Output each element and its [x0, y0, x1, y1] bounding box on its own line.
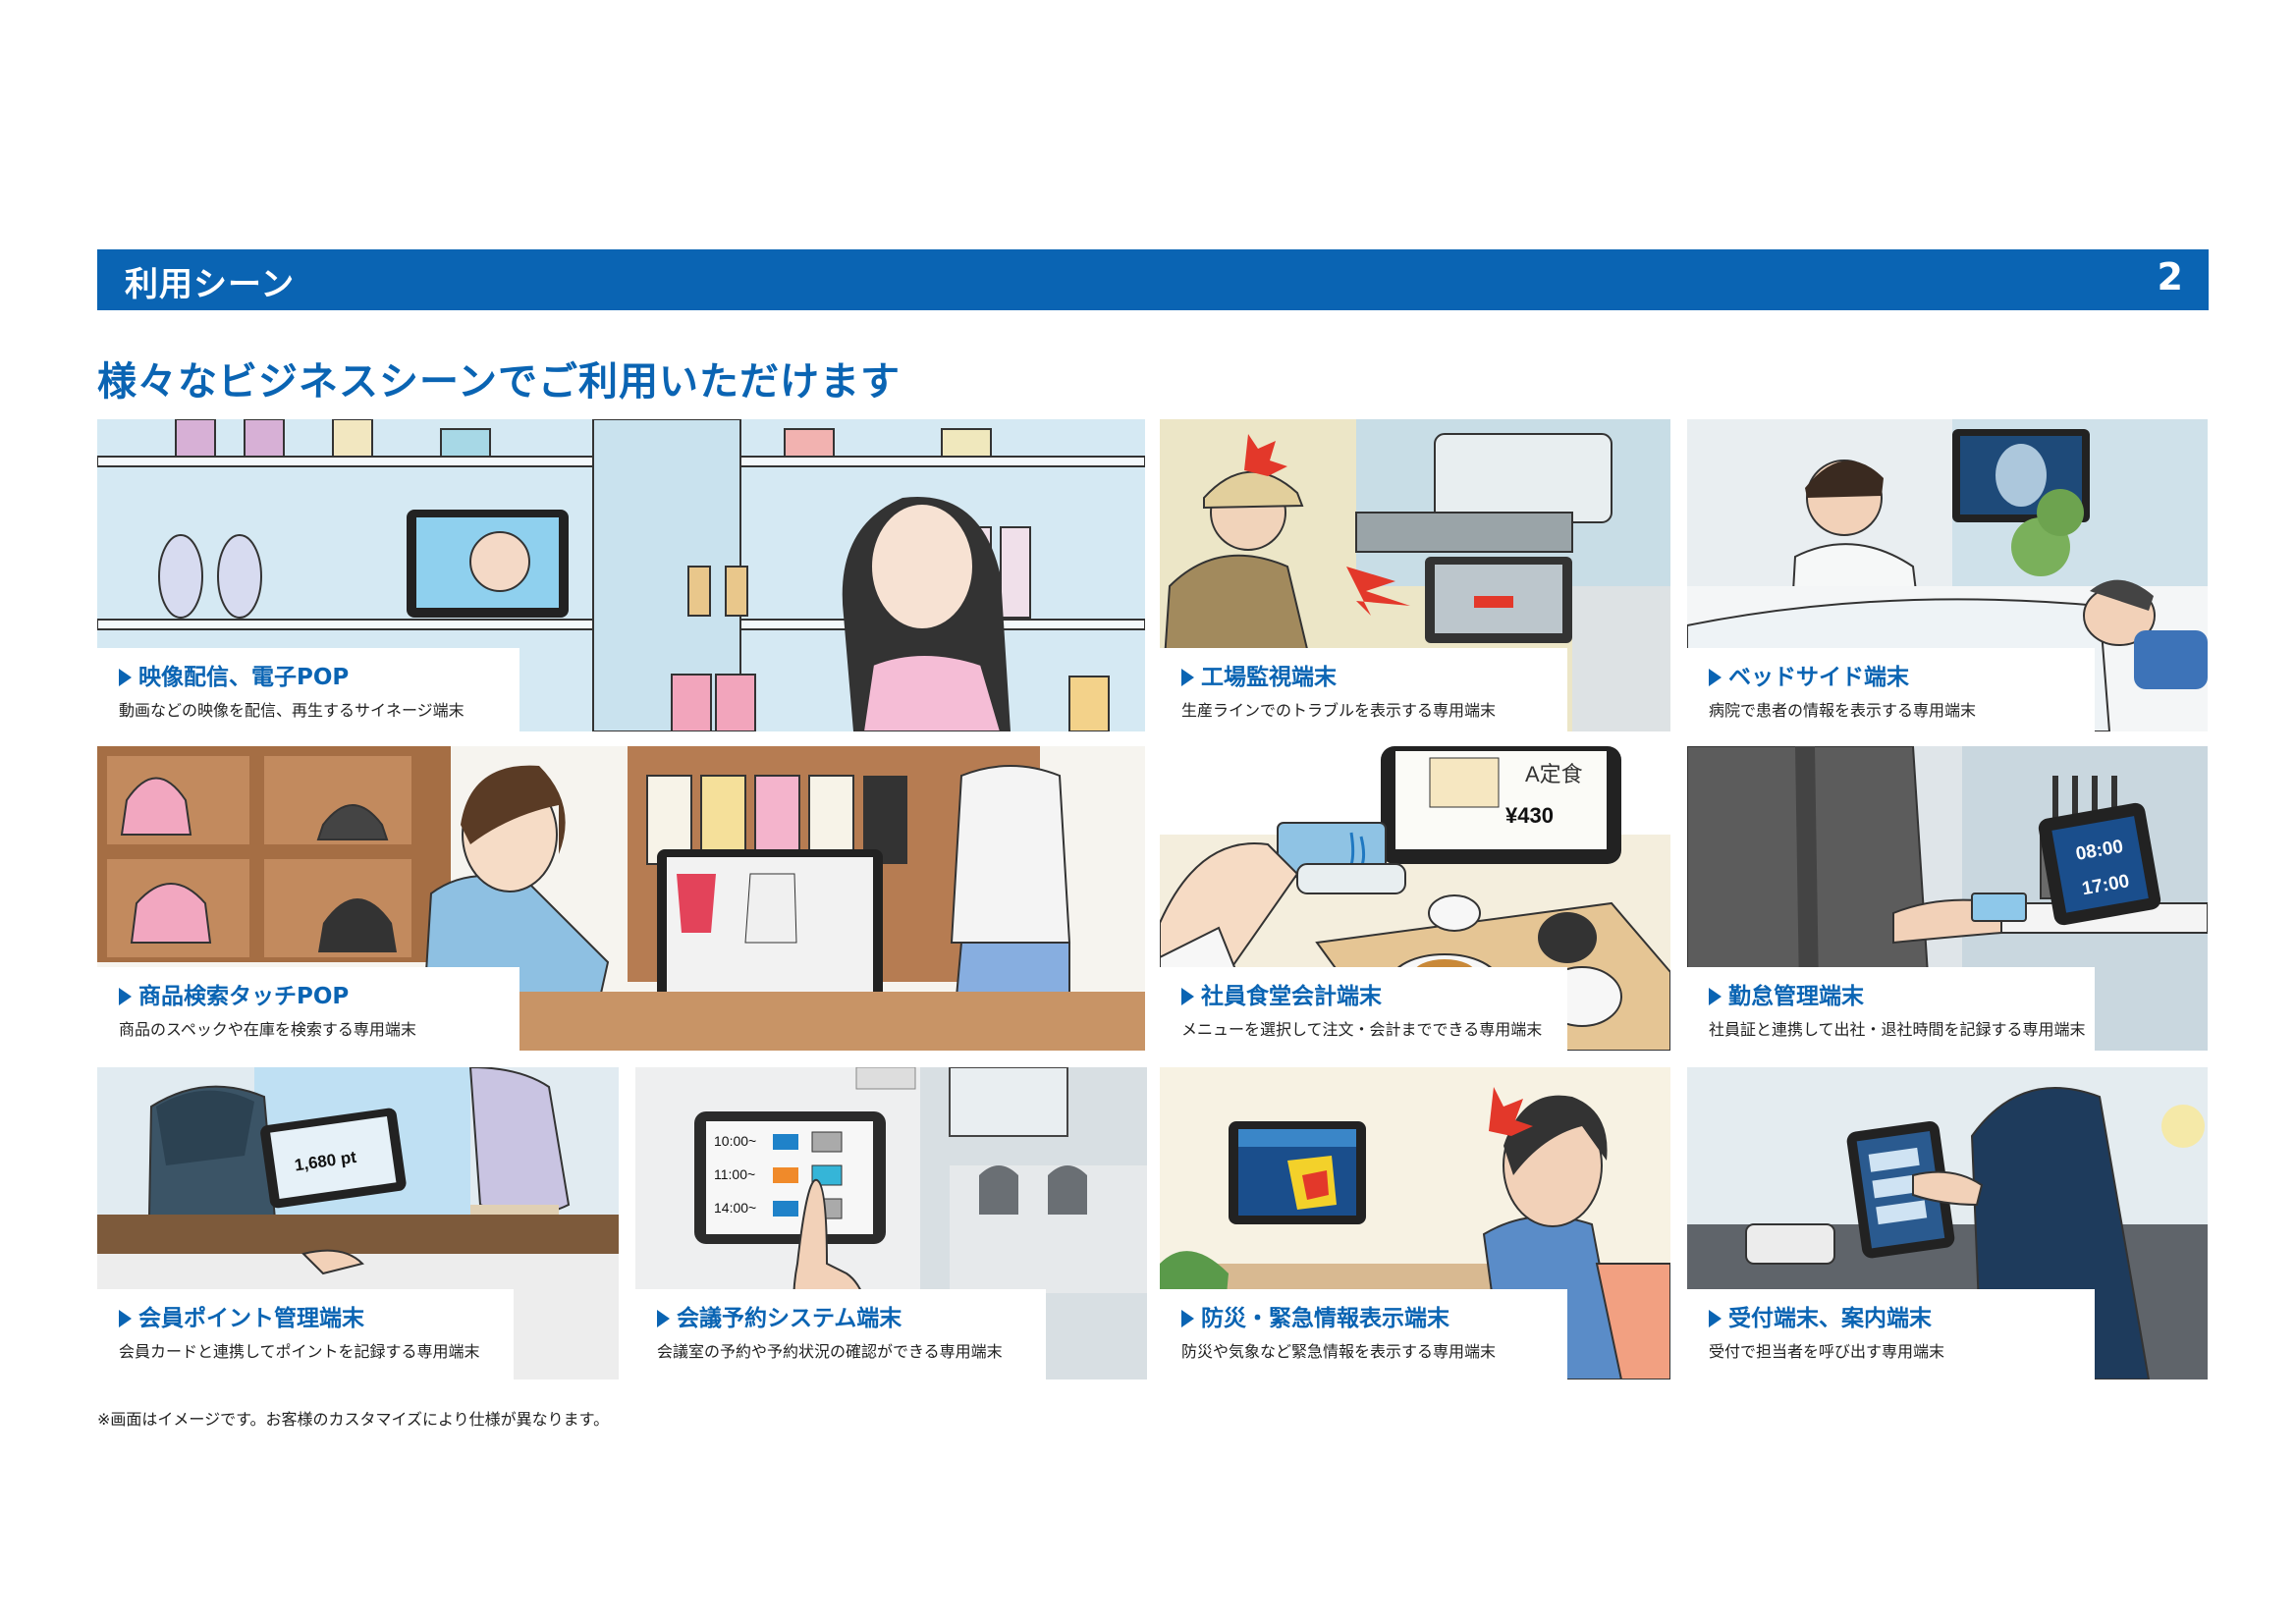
scene-title: 勤怠管理端末 [1709, 977, 2075, 1010]
scene-title: 社員食堂会計端末 [1181, 977, 1548, 1010]
member-points-illustration: 1,680 pt [97, 1067, 619, 1380]
scene-title: 受付端末、案内端末 [1709, 1299, 2075, 1332]
scene-title: 防災・緊急情報表示端末 [1181, 1299, 1548, 1332]
scene-caption: 映像配信、電子POP 動画などの映像を配信、再生するサイネージ端末 [97, 648, 519, 731]
scene-title: 工場監視端末 [1181, 658, 1548, 691]
triangle-bullet-icon [119, 988, 132, 1005]
disaster-info-illustration [1160, 1067, 1670, 1380]
scene-caption: 社員食堂会計端末 メニューを選択して注文・会計までできる専用端末 [1160, 967, 1567, 1051]
scene-description: 病院で患者の情報を表示する専用端末 [1709, 701, 1977, 720]
scene-panel-reception: 受付端末、案内端末 受付で担当者を呼び出す専用端末 [1687, 1067, 2208, 1380]
scene-caption: 会員ポイント管理端末 会員カードと連携してポイントを記録する専用端末 [97, 1289, 514, 1380]
section-title: 利用シーン [125, 265, 296, 304]
page-subtitle: 様々なビジネスシーンでご利用いただけます [97, 359, 901, 405]
scene-panel-member-points: 1,680 pt 会員ポイント管理端末 会員カードと連携してポイントを記録する専… [97, 1067, 619, 1380]
scene-panel-product-search: 商品検索タッチPOP 商品のスペックや在庫を検索する専用端末 [97, 746, 1145, 1051]
scene-description: 会員カードと連携してポイントを記録する専用端末 [119, 1342, 480, 1361]
scene-panel-factory: 工場監視端末 生産ラインでのトラブルを表示する専用端末 [1160, 419, 1670, 731]
section-header-bar: 利用シーン 2 [97, 249, 2209, 310]
menu-item-label: A定食 [1525, 762, 1583, 786]
scene-title: 商品検索タッチPOP [119, 977, 500, 1010]
slot-time-2: 11:00~ [714, 1166, 755, 1182]
scene-description: メニューを選択して注文・会計までできる専用端末 [1181, 1020, 1543, 1039]
slot-time-1: 10:00~ [714, 1133, 756, 1149]
scene-panel-attendance: 08:00 17:00 勤怠管理端末 社員証と連携して出社・退社時間を記録する専… [1687, 746, 2208, 1051]
slot-time-3: 14:00~ [714, 1200, 756, 1216]
triangle-bullet-icon [1181, 988, 1194, 1005]
triangle-bullet-icon [1709, 669, 1722, 686]
triangle-bullet-icon [1709, 1310, 1722, 1327]
scene-caption: 受付端末、案内端末 受付で担当者を呼び出す専用端末 [1687, 1289, 2095, 1380]
scene-caption: 勤怠管理端末 社員証と連携して出社・退社時間を記録する専用端末 [1687, 967, 2095, 1051]
triangle-bullet-icon [1181, 669, 1194, 686]
triangle-bullet-icon [657, 1310, 670, 1327]
scene-description: 社員証と連携して出社・退社時間を記録する専用端末 [1709, 1020, 2086, 1039]
scene-caption: 会議予約システム端末 会議室の予約や予約状況の確認ができる専用端末 [635, 1289, 1046, 1380]
scene-description: 商品のスペックや在庫を検索する専用端末 [119, 1020, 416, 1039]
page-number: 2 [2157, 255, 2183, 298]
scene-description: 防災や気象など緊急情報を表示する専用端末 [1181, 1342, 1497, 1361]
clothing-store-illustration [97, 746, 1145, 1051]
scene-panel-disaster-info: 防災・緊急情報表示端末 防災や気象など緊急情報を表示する専用端末 [1160, 1067, 1670, 1380]
scene-panel-video-pop: 映像配信、電子POP 動画などの映像を配信、再生するサイネージ端末 [97, 419, 1145, 731]
scene-title: ベッドサイド端末 [1709, 658, 2075, 691]
scene-title: 映像配信、電子POP [119, 658, 500, 691]
scene-description: 生産ラインでのトラブルを表示する専用端末 [1181, 701, 1497, 720]
scene-panel-cafeteria: A定食 ¥430 社員食堂会計端末 メニューを選択して注文・会計までできる専用端… [1160, 746, 1670, 1051]
scene-title: 会議予約システム端末 [657, 1299, 1026, 1332]
triangle-bullet-icon [1709, 988, 1722, 1005]
scene-caption: 工場監視端末 生産ラインでのトラブルを表示する専用端末 [1160, 648, 1567, 731]
triangle-bullet-icon [1181, 1310, 1194, 1327]
scene-description: 動画などの映像を配信、再生するサイネージ端末 [119, 701, 465, 720]
scene-caption: ベッドサイド端末 病院で患者の情報を表示する専用端末 [1687, 648, 2095, 731]
scene-caption: 商品検索タッチPOP 商品のスペックや在庫を検索する専用端末 [97, 967, 519, 1051]
scene-panel-meeting-reservation: 10:00~ 11:00~ 14:00~ 会議予約システム端末 会議室の予約や予… [635, 1067, 1147, 1380]
triangle-bullet-icon [119, 1310, 132, 1327]
scene-caption: 防災・緊急情報表示端末 防災や気象など緊急情報を表示する専用端末 [1160, 1289, 1567, 1380]
scene-panel-bedside: ベッドサイド端末 病院で患者の情報を表示する専用端末 [1687, 419, 2208, 731]
scene-title: 会員ポイント管理端末 [119, 1299, 494, 1332]
menu-item-price: ¥430 [1505, 803, 1554, 828]
scene-description: 受付で担当者を呼び出す専用端末 [1709, 1342, 1945, 1361]
triangle-bullet-icon [119, 669, 132, 686]
scene-description: 会議室の予約や予約状況の確認ができる専用端末 [657, 1342, 1003, 1361]
footnote: ※画面はイメージです。お客様のカスタマイズにより仕様が異なります。 [97, 1410, 610, 1429]
